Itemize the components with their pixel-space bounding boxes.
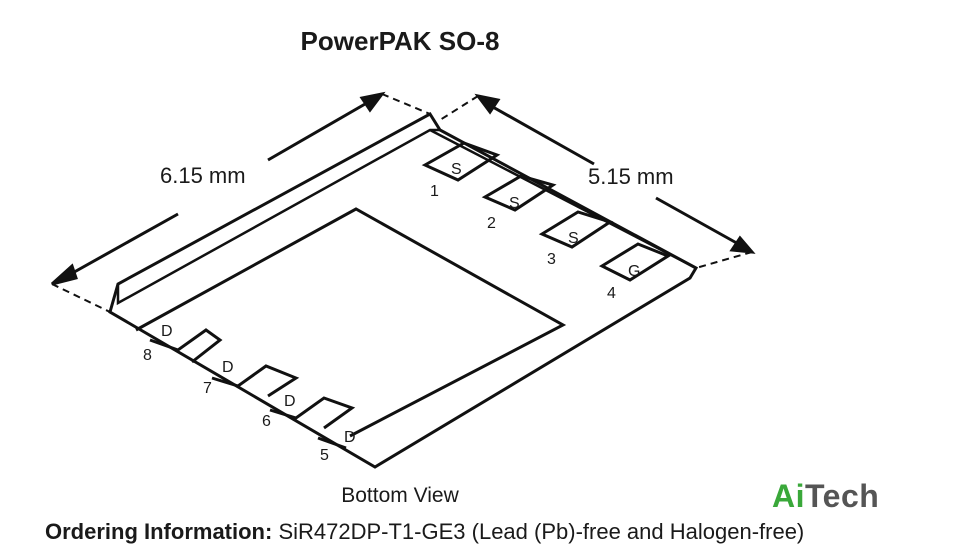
arrow-left-icon <box>50 263 78 286</box>
pin-6-number: 6 <box>262 413 271 430</box>
pin-8-number: 8 <box>143 347 152 364</box>
pin-5-pad <box>317 436 347 450</box>
pin-4-label: G <box>628 263 640 280</box>
pin-2-label: S <box>509 195 520 212</box>
arrow-right-icon <box>729 235 756 254</box>
logo-part-2: Tech <box>805 478 880 514</box>
pin-2-number: 2 <box>487 215 496 232</box>
dim-width-label: 5.15 mm <box>588 164 674 189</box>
pin-1-label: S <box>451 161 462 178</box>
pin-3-label: S <box>568 230 579 247</box>
extension-line <box>51 283 111 313</box>
pin-5-number: 5 <box>320 447 329 464</box>
exposed-pad <box>135 207 567 438</box>
pin-1-pad <box>421 141 501 182</box>
pin-2-pad <box>481 174 557 212</box>
extension-line <box>439 95 479 121</box>
pin-7-pad <box>211 364 300 398</box>
pin-3-number: 3 <box>547 251 556 268</box>
pin-3-pad <box>538 210 614 249</box>
pin-5-label: D <box>344 429 356 446</box>
pin-8-pad <box>149 328 223 364</box>
logo-part-1: Ai <box>772 478 805 514</box>
dim-length-line-a <box>59 212 179 282</box>
package-rim <box>116 128 440 306</box>
dim-width-line-b <box>655 196 743 248</box>
extension-line <box>695 251 753 269</box>
view-caption: Bottom View <box>341 484 459 507</box>
pin-7-number: 7 <box>203 380 212 397</box>
pin-7-label: D <box>222 359 234 376</box>
extension-line <box>381 93 431 115</box>
pin-4-number: 4 <box>607 285 616 302</box>
pin-4-pad <box>598 242 672 282</box>
pin-1-number: 1 <box>430 183 439 200</box>
arrow-left-icon <box>474 93 501 115</box>
arrow-right-icon <box>359 91 386 113</box>
package-outline <box>108 112 699 469</box>
pin-6-pad <box>269 396 356 430</box>
aitech-logo: AiTech <box>772 478 879 515</box>
pin-8-label: D <box>161 323 173 340</box>
pin-6-label: D <box>284 393 296 410</box>
ordering-text: SiR472DP-T1-GE3 (Lead (Pb)-free and Halo… <box>278 519 805 544</box>
dim-length-line-b <box>267 98 373 162</box>
ordering-info: Ordering Information: SiR472DP-T1-GE3 (L… <box>45 519 804 545</box>
dim-length-label: 6.15 mm <box>160 163 246 188</box>
ordering-label: Ordering Information: <box>45 519 273 544</box>
dim-width-line-a <box>483 100 595 166</box>
diagram-title: PowerPAK SO-8 <box>300 26 500 56</box>
